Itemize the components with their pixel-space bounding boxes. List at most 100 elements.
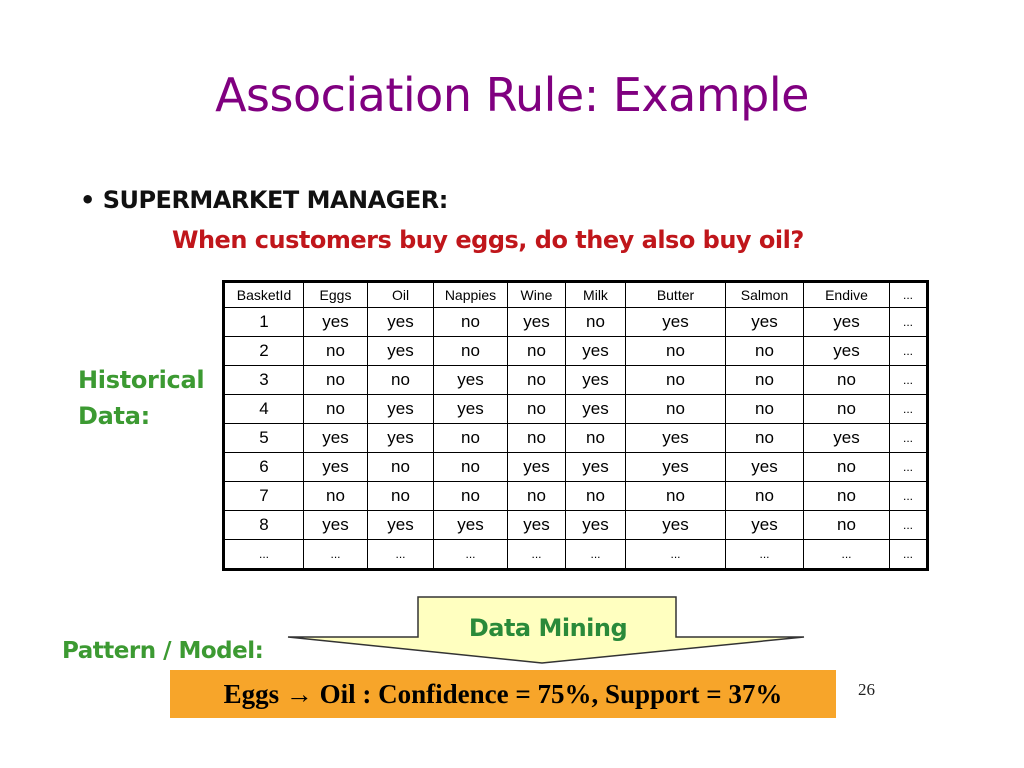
table-cell: no	[803, 365, 890, 395]
table-cell: yes	[367, 394, 434, 424]
column-header: Salmon	[725, 281, 804, 308]
table-cell: ...	[625, 539, 726, 570]
column-header: Endive	[803, 281, 890, 308]
data-mining-label: Data Mining	[468, 614, 628, 642]
table-cell: 3	[223, 365, 304, 395]
page-number: 26	[858, 680, 875, 699]
table-cell: no	[507, 336, 566, 366]
historical-data-label: Historical Data:	[78, 362, 205, 434]
table-cell: no	[507, 394, 566, 424]
column-header: Nappies	[433, 281, 508, 308]
table-cell: 2	[223, 336, 304, 366]
column-header: Milk	[565, 281, 626, 308]
historical-label-line1: Historical	[78, 366, 205, 394]
table-cell: yes	[367, 510, 434, 540]
table-cell: no	[303, 365, 368, 395]
table-cell: no	[433, 452, 508, 482]
table-cell: yes	[433, 394, 508, 424]
table-cell: ...	[889, 307, 928, 337]
table-cell: 1	[223, 307, 304, 337]
table-cell: no	[367, 481, 434, 511]
table-cell: yes	[803, 336, 890, 366]
table-cell: no	[507, 365, 566, 395]
table-cell: yes	[433, 365, 508, 395]
column-header: Eggs	[303, 281, 368, 308]
table-cell: ...	[507, 539, 566, 570]
table-cell: ...	[803, 539, 890, 570]
table-cell: ...	[303, 539, 368, 570]
table-cell: yes	[725, 307, 804, 337]
table-cell: no	[725, 336, 804, 366]
table-cell: yes	[565, 510, 626, 540]
table-cell: yes	[433, 510, 508, 540]
table-cell: ...	[889, 481, 928, 511]
table-cell: no	[433, 423, 508, 453]
table-cell: ...	[223, 539, 304, 570]
column-header: Oil	[367, 281, 434, 308]
table-cell: yes	[725, 452, 804, 482]
question-text: When customers buy eggs, do they also bu…	[172, 226, 804, 254]
table-cell: 4	[223, 394, 304, 424]
pattern-model-label: Pattern / Model:	[62, 638, 264, 664]
table-cell: ...	[565, 539, 626, 570]
table-cell: yes	[367, 423, 434, 453]
table-cell: yes	[303, 423, 368, 453]
table-cell: ...	[367, 539, 434, 570]
table-cell: yes	[803, 423, 890, 453]
table-cell: no	[367, 365, 434, 395]
table-cell: no	[565, 307, 626, 337]
rule-result-box: Eggs → Oil : Confidence = 75%, Support =…	[170, 670, 836, 718]
column-header: Wine	[507, 281, 566, 308]
table-cell: ...	[889, 452, 928, 482]
column-header: ...	[889, 281, 928, 308]
table-cell: no	[725, 394, 804, 424]
table-cell: 6	[223, 452, 304, 482]
table-cell: ...	[889, 510, 928, 540]
table-cell: yes	[303, 307, 368, 337]
table-cell: yes	[565, 394, 626, 424]
table-cell: no	[565, 423, 626, 453]
table-cell: ...	[725, 539, 804, 570]
table-row: ..............................	[223, 539, 928, 570]
table-cell: no	[303, 394, 368, 424]
table-cell: no	[565, 481, 626, 511]
table-cell: no	[433, 481, 508, 511]
table-cell: no	[433, 336, 508, 366]
table-cell: yes	[625, 423, 726, 453]
table-cell: ...	[889, 394, 928, 424]
column-header: BasketId	[223, 281, 304, 308]
table-cell: no	[507, 481, 566, 511]
data-mining-arrow	[287, 596, 805, 664]
table-cell: yes	[303, 510, 368, 540]
table-cell: no	[803, 394, 890, 424]
table-cell: no	[625, 394, 726, 424]
table-cell: 8	[223, 510, 304, 540]
table-cell: yes	[725, 510, 804, 540]
table-cell: ...	[889, 423, 928, 453]
table-cell: no	[367, 452, 434, 482]
table-cell: no	[433, 307, 508, 337]
table-cell: yes	[625, 452, 726, 482]
table-cell: yes	[625, 510, 726, 540]
slide-title: Association Rule: Example	[215, 68, 809, 122]
table-cell: 7	[223, 481, 304, 511]
table-cell: no	[303, 336, 368, 366]
table-cell: yes	[565, 365, 626, 395]
bullet-supermarket-manager: • SUPERMARKET MANAGER:	[80, 186, 448, 214]
table-cell: yes	[367, 307, 434, 337]
table-cell: yes	[803, 307, 890, 337]
table-cell: no	[803, 510, 890, 540]
table-cell: yes	[565, 336, 626, 366]
table-cell: no	[625, 336, 726, 366]
table-cell: no	[725, 423, 804, 453]
